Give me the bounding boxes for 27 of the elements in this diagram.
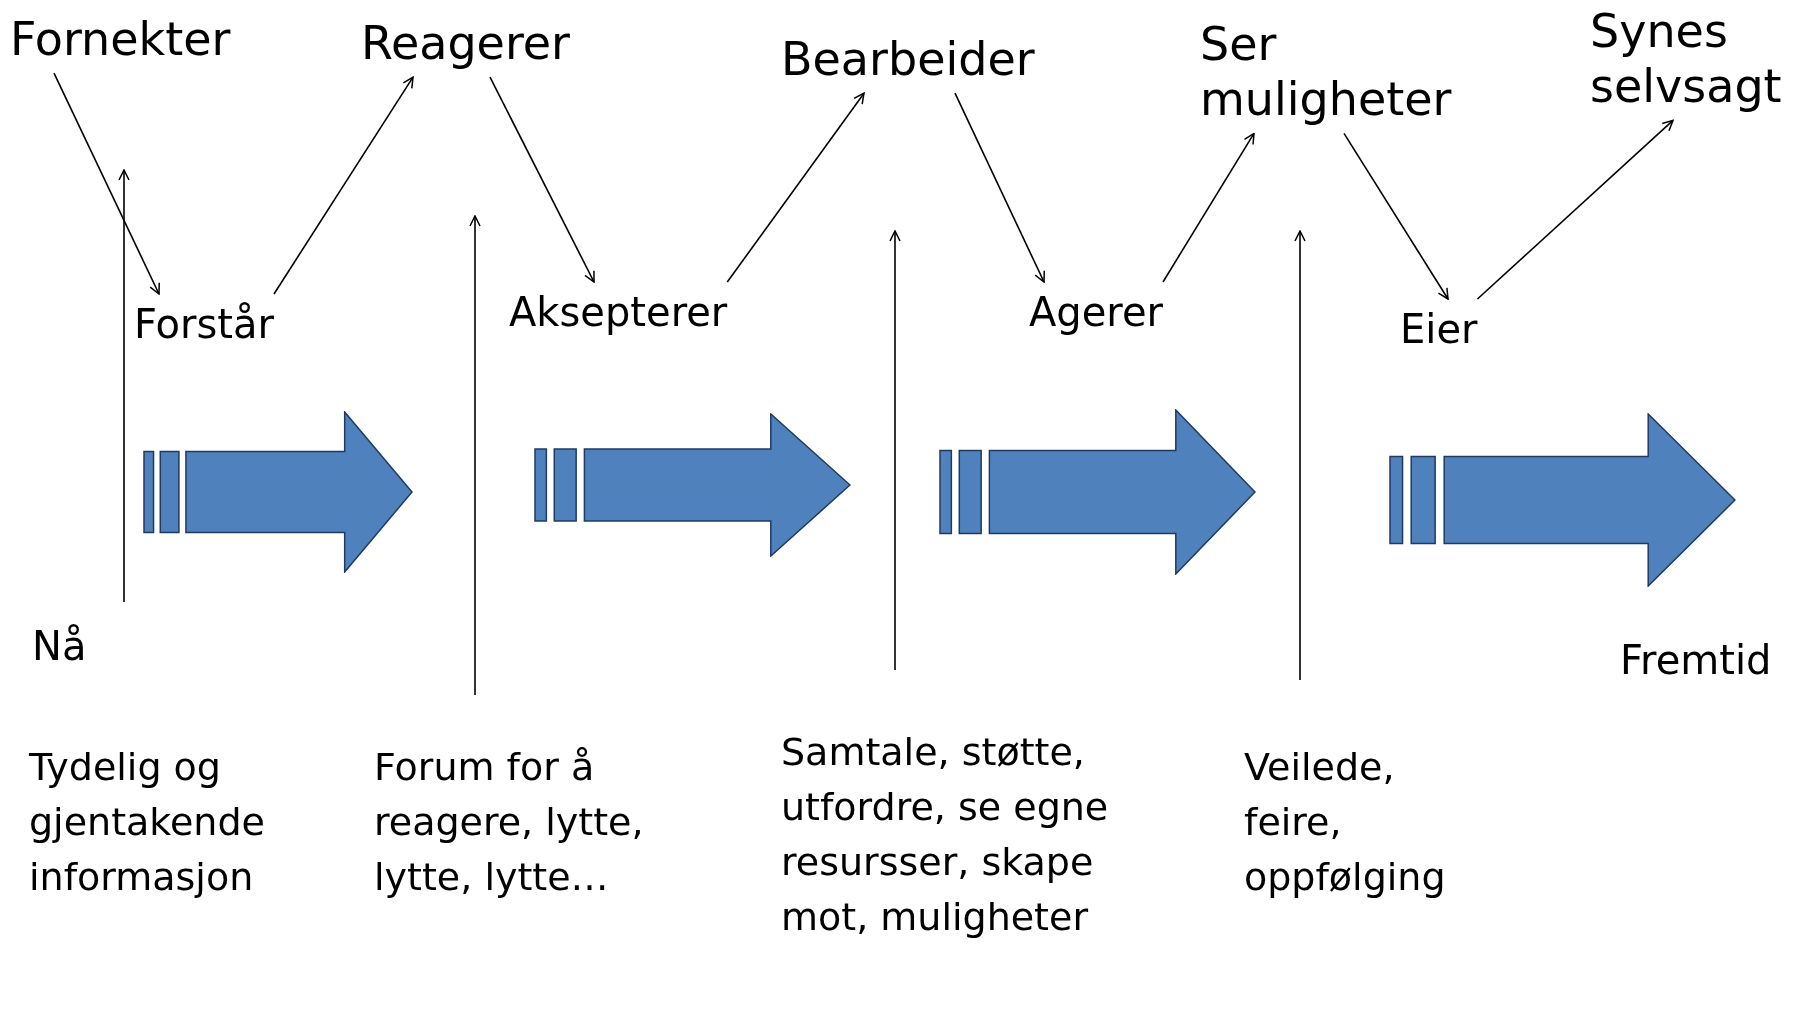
action-text: Samtale, støtte, utfordre, se egne resursser, skape mot, muligheter [781, 725, 1126, 946]
arrow [1162, 132, 1255, 283]
arrow [954, 92, 1045, 283]
stage-label: Aksepterer [509, 288, 728, 336]
arrow [469, 215, 481, 696]
arrow [273, 76, 414, 295]
stage-label: Agerer [1029, 288, 1163, 336]
stage-label: Forstår [134, 300, 274, 348]
arrow [489, 76, 595, 283]
action-text: Tydelig og gjentakende informasjon [29, 744, 266, 902]
stage-label: Reagerer [361, 16, 570, 72]
stage-label: Ser muligheter [1200, 17, 1470, 128]
stage-label: Bearbeider [781, 32, 1035, 88]
arrow [1476, 119, 1674, 300]
arrow [889, 230, 901, 671]
arrow [1343, 132, 1449, 300]
stage-label: Eier [1400, 305, 1478, 353]
time-label: Nå [32, 622, 142, 670]
arrow [1294, 230, 1306, 681]
action-text: Veilede, feire, oppfølging [1244, 740, 1474, 906]
arrow [53, 72, 160, 295]
action-text: Forum for å reagere, lytte, lytte, lytte… [374, 740, 674, 906]
time-label: Fremtid [1620, 636, 1772, 684]
arrow [118, 169, 130, 603]
stage-label: Fornekter [10, 12, 231, 68]
stage-label: Synes selvsagt [1590, 4, 1795, 115]
arrow [726, 92, 865, 283]
